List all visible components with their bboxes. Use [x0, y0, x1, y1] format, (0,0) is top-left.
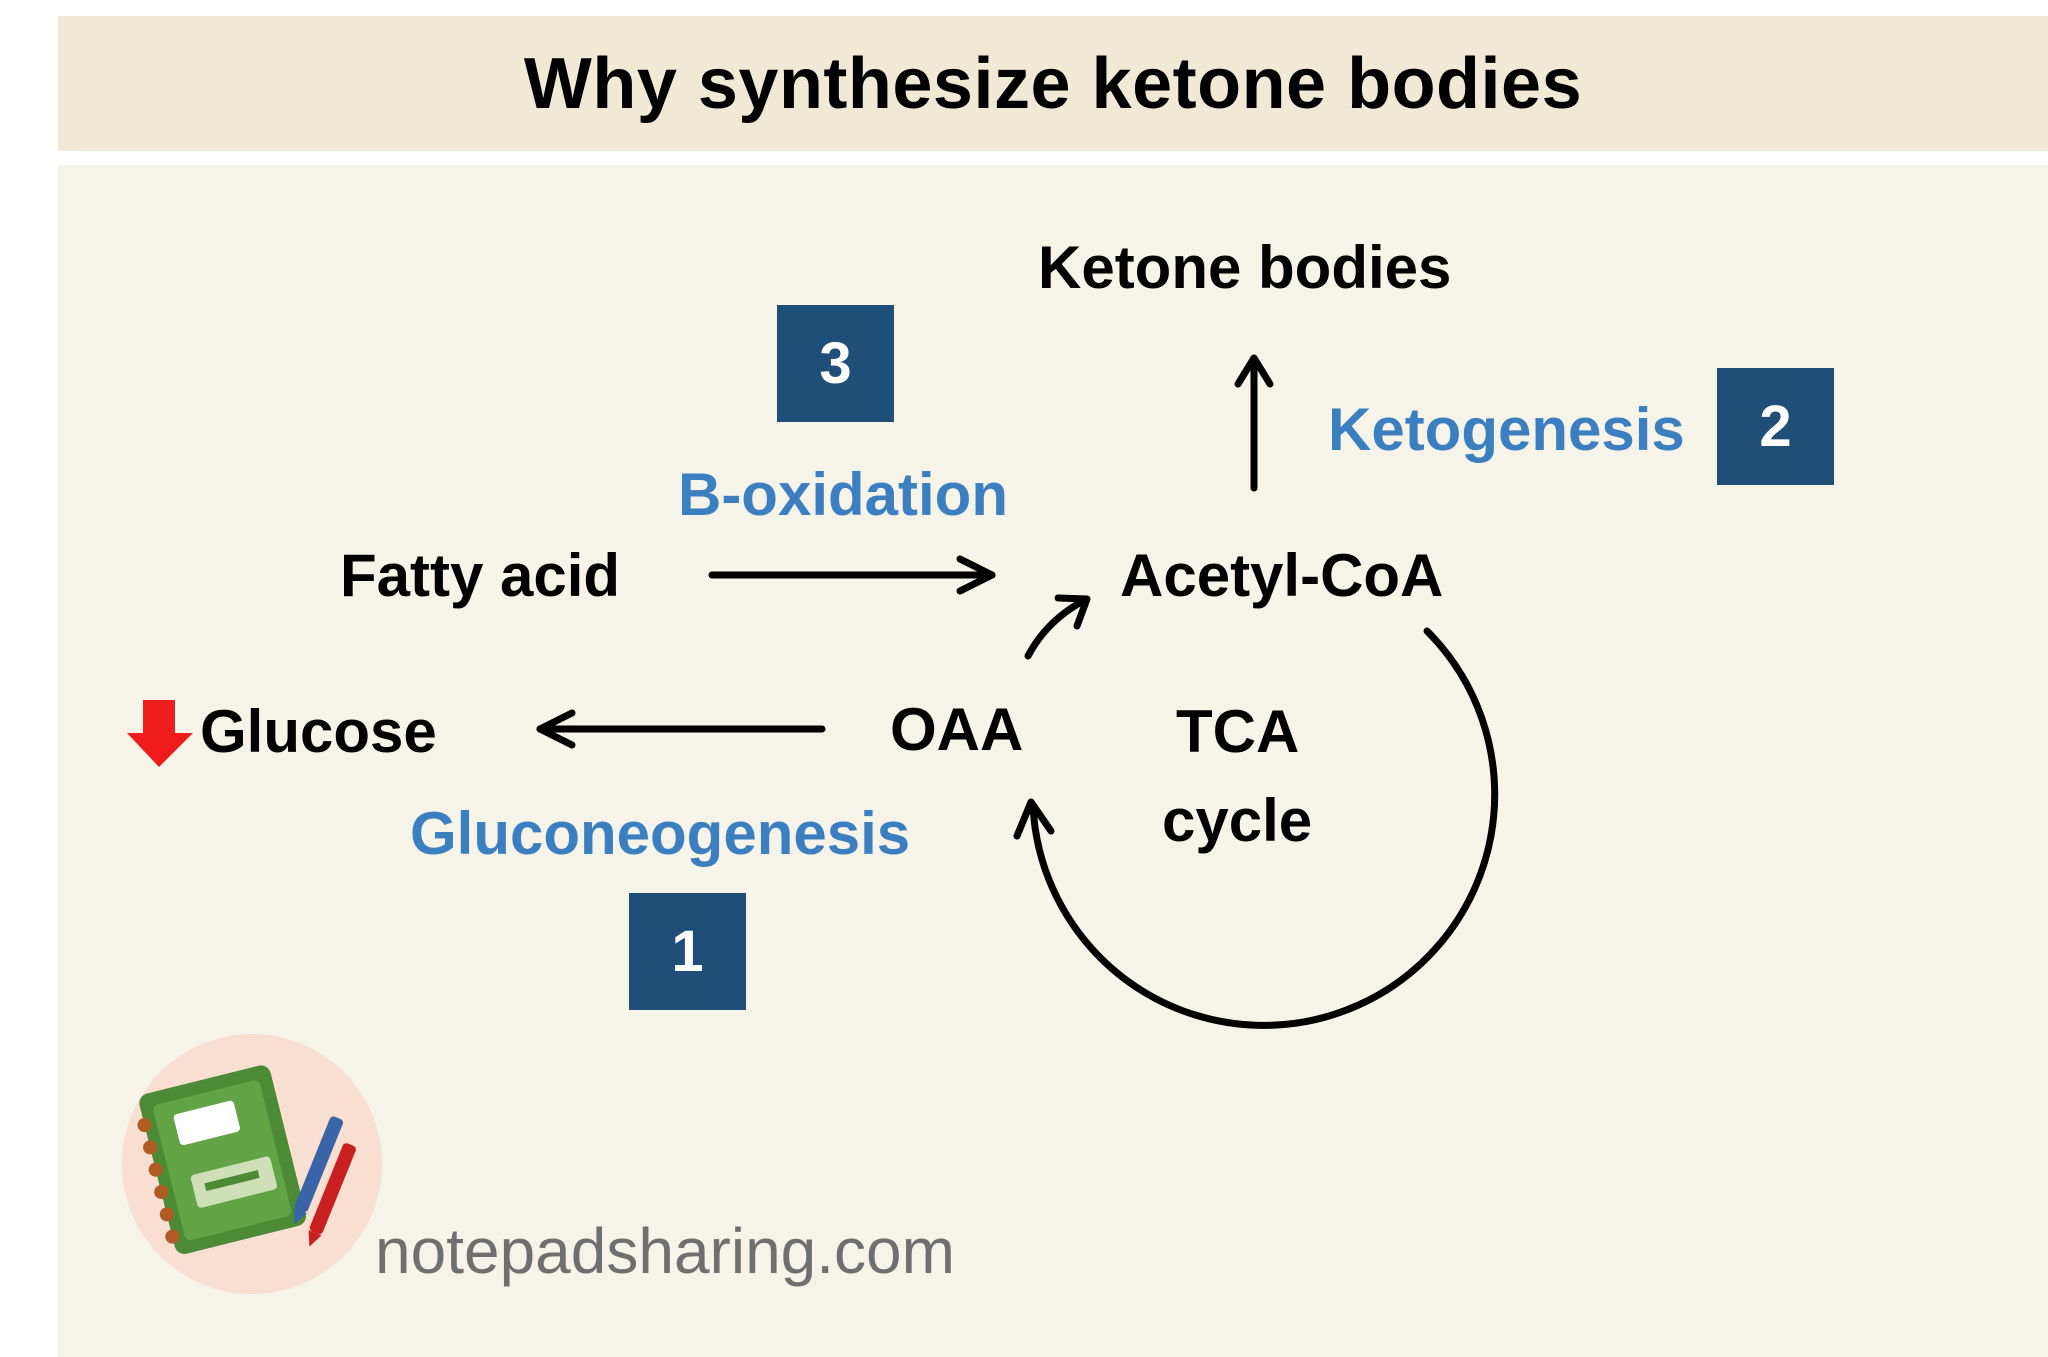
b-oxidation-label: B-oxidation — [678, 461, 1008, 528]
badge-3: 3 — [777, 305, 894, 422]
diagram-panel — [58, 165, 2048, 1357]
badge-1: 1 — [629, 893, 746, 1010]
oaa-label: OAA — [890, 696, 1024, 763]
badge-2-number: 2 — [1759, 394, 1792, 459]
page-title: Why synthesize ketone bodies — [523, 43, 1583, 124]
badge-1-number: 1 — [671, 919, 704, 984]
watermark-site-name: notepadsharing.com — [375, 1215, 955, 1287]
badge-2: 2 — [1717, 368, 1834, 485]
gluconeogenesis-arrow — [536, 709, 826, 749]
ketone-bodies-label: Ketone bodies — [1038, 234, 1452, 301]
oaa-to-acetyl-coa-arrow — [1024, 594, 1091, 660]
badge-3-number: 3 — [819, 331, 852, 396]
cycle-label: cycle — [1162, 787, 1313, 854]
ketogenesis-label: Ketogenesis — [1328, 396, 1685, 463]
glucose-label: Glucose — [200, 698, 437, 765]
acetyl-coa-label: Acetyl-CoA — [1120, 542, 1444, 609]
tca-label: TCA — [1176, 698, 1300, 765]
decrease-arrow-icon — [127, 700, 193, 767]
title-bar: Why synthesize ketone bodies — [58, 16, 2048, 151]
tca-cycle-arrow — [1013, 627, 1499, 1029]
fatty-acid-label: Fatty acid — [340, 542, 621, 609]
notepad-logo-icon — [122, 1034, 382, 1294]
gluconeogenesis-label: Gluconeogenesis — [410, 800, 911, 867]
b-oxidation-arrow — [708, 555, 996, 595]
ketogenesis-arrow — [1234, 354, 1274, 492]
